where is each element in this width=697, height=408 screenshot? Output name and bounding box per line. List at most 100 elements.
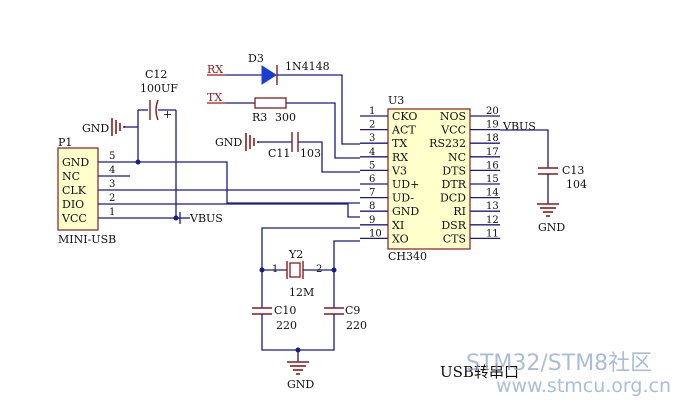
rx-label: RX	[207, 63, 223, 76]
p1-pin-name-vcc: VCC	[61, 212, 87, 225]
u3-right-pin-11-name: CTS	[443, 232, 466, 245]
u3-left-pin-5-name: V3	[391, 164, 407, 177]
p1-body	[57, 147, 99, 231]
u3-left-pin-10-number: 10	[369, 228, 382, 239]
vbus-label-left: VBUS	[189, 212, 223, 225]
u3-left-pin-10-name: XO	[392, 232, 409, 245]
u3-ref: U3	[388, 94, 404, 107]
tx-net: TX R3 300	[207, 91, 360, 159]
wire-p1-dio	[98, 203, 360, 218]
u3-value: CH340	[388, 250, 427, 263]
wire-crystal-gnd	[261, 314, 335, 351]
c13-value: 104	[566, 178, 587, 191]
crystal-gnd-label: GND	[287, 378, 314, 391]
u3-left-pin-8-name: GND	[392, 205, 419, 218]
r3-ref: R3	[252, 111, 267, 124]
p1-connector: P1 MINI-USB GND NC CLK DIO VCC 5 4 3 2 1	[57, 136, 116, 246]
u3-right-pin-12-number: 12	[486, 215, 499, 226]
p1-ref: P1	[58, 136, 72, 149]
u3-right-pin-19-name: VCC	[440, 124, 466, 137]
p1-pin-num-3: 3	[109, 179, 115, 190]
crystal-section: Y2 12M 1 2 C10 220 C9 220 GND	[252, 227, 367, 391]
junction-y2-left	[259, 267, 265, 273]
u3-right-pin-12-name: DSR	[441, 219, 466, 232]
rx-net: RX D3 1N4148	[207, 52, 360, 145]
p1-pin-name-gnd: GND	[62, 156, 89, 169]
u3-right-pin-18-name: RS232	[429, 137, 466, 150]
u3-left-pin-9-name: XI	[392, 219, 404, 232]
u3-right-pin-11-number: 11	[486, 228, 499, 239]
c12-value: 100UF	[140, 82, 178, 95]
p1-pin-num-2: 2	[109, 193, 115, 204]
u3-left-pin-8-number: 8	[369, 201, 375, 212]
c13-gnd-label: GND	[538, 221, 565, 234]
schematic-title: USB转串口	[440, 363, 519, 381]
u3-left-pin-3-number: 3	[369, 133, 375, 144]
u3-left-pin-4-name: RX	[392, 151, 408, 164]
u3-left-pin-1-name: CKO	[392, 110, 417, 123]
c12-gnd-label: GND	[82, 122, 109, 135]
p1-value: MINI-USB	[58, 233, 116, 246]
wire-r3-rx	[286, 102, 360, 159]
tx-label: TX	[207, 91, 222, 104]
c13-ref: C13	[562, 164, 584, 177]
u3-left-pin-9-number: 9	[369, 215, 375, 226]
c12-plus: +	[163, 108, 172, 121]
p1-wires	[98, 159, 360, 221]
u3-left-pin-2-number: 2	[369, 120, 375, 131]
u3-right-pin-16-number: 16	[486, 160, 499, 171]
u3-right-pin-14-number: 14	[486, 188, 499, 199]
p1-pin-num-5: 5	[109, 151, 115, 162]
p1-pin-num-4: 4	[109, 165, 115, 176]
c11-ref: C11	[268, 147, 290, 160]
u3-right-pin-15-number: 15	[486, 174, 499, 185]
u3-right-pin-20-number: 20	[486, 106, 499, 117]
wire-xi	[261, 227, 360, 308]
u3-left-pin-7-name: UD-	[392, 192, 414, 205]
c12-ref: C12	[145, 68, 167, 81]
junction-y2-right	[331, 267, 337, 273]
u3-right-pin-17-name: NC	[448, 151, 466, 164]
p1-pin-name-nc: NC	[62, 170, 80, 183]
u3-body	[387, 108, 471, 250]
u3-right-pin-15-name: DTR	[442, 178, 467, 191]
u3-left-pin-7-number: 7	[369, 188, 375, 199]
p1-pin-name-clk: CLK	[62, 184, 87, 197]
u3-left-pin-6-name: UD+	[392, 178, 419, 191]
u3-right-pin-17-number: 17	[486, 147, 499, 158]
u3-right-pin-14-name: DCD	[440, 192, 466, 205]
u3-right-pin-19-number: 19	[486, 120, 499, 131]
u3-right-pin-18-number: 18	[486, 133, 499, 144]
c11-gnd-label: GND	[215, 136, 242, 149]
u3-left-pin-3-name: TX	[392, 137, 407, 150]
junction-crystal-gnd	[295, 347, 301, 353]
y2-crystal	[289, 262, 301, 278]
c12-plate-2	[155, 99, 159, 121]
u3-left-pin-6-number: 6	[369, 174, 375, 185]
vbus-port-left: VBUS	[179, 212, 223, 225]
p1-pin-name-dio: DIO	[62, 198, 84, 211]
r3-resistor	[254, 97, 287, 109]
c11-value: 103	[300, 147, 321, 160]
u3-right-pins: 20NOS19VCC18RS23217NC16DTS15DTR14DCD13RI…	[429, 106, 500, 245]
u3-right-pin-16-name: DTS	[442, 164, 466, 177]
watermark-line1: STM32/STM8社区	[466, 351, 652, 376]
r3-value: 300	[275, 111, 296, 124]
y2-value: 12M	[289, 286, 314, 299]
d3-value: 1N4148	[285, 60, 330, 73]
y2-ref: Y2	[288, 248, 303, 261]
u3-right-pin-20-name: NOS	[440, 110, 466, 123]
d3-ref: D3	[248, 52, 264, 65]
u3-right-pin-13-name: RI	[453, 205, 466, 218]
c10-value: 220	[276, 319, 297, 332]
wire-vcc-c13	[500, 129, 549, 168]
y2-pin1: 1	[272, 264, 278, 275]
c13-section: VBUS C13 104 GND	[500, 120, 587, 234]
wire-xo	[333, 240, 360, 308]
y2-pin2: 2	[316, 264, 322, 275]
u3-left-pin-1-number: 1	[369, 106, 375, 117]
watermark-line2: www.stmcu.org.cn	[496, 375, 671, 397]
u3-left-pin-4-number: 4	[369, 147, 375, 158]
